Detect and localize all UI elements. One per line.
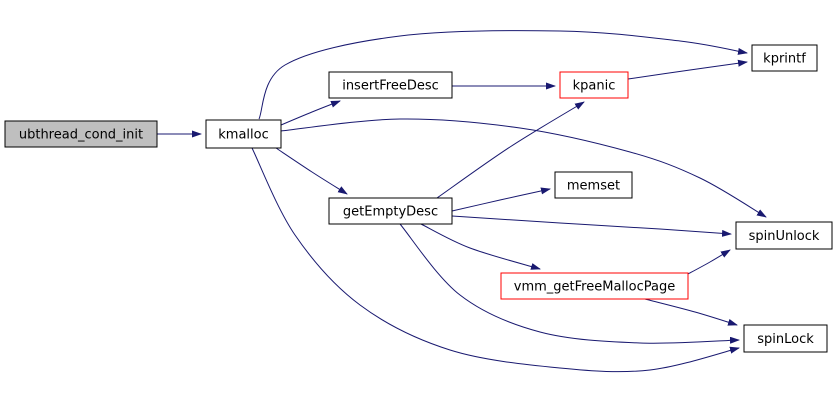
node-getEmptyDesc[interactable]: getEmptyDesc — [328, 197, 453, 225]
node-vmm_getFreeMallocPage[interactable]: vmm_getFreeMallocPage — [500, 272, 689, 300]
node-kprintf[interactable]: kprintf — [751, 44, 818, 72]
node-label: spinUnlock — [749, 229, 820, 244]
node-ubthread_cond_init: ubthread_cond_init — [4, 120, 158, 148]
edge-vmm_getFreeMallocPage-spinUnlock — [687, 249, 731, 275]
edge-kpanic-kprintf — [627, 59, 748, 80]
node-spinLock[interactable]: spinLock — [743, 324, 828, 353]
edge-kmalloc-spinLock — [251, 147, 740, 373]
node-box[interactable] — [559, 71, 629, 99]
node-label: vmm_getFreeMallocPage — [514, 280, 675, 295]
edge-kmalloc-kprintf — [258, 30, 748, 120]
node-label: kmalloc — [218, 128, 268, 143]
edge-getEmptyDesc-vmm_getFreeMallocPage — [420, 223, 541, 270]
node-label: spinLock — [757, 332, 814, 347]
node-box[interactable] — [328, 71, 453, 99]
node-box[interactable] — [743, 324, 828, 353]
node-kpanic[interactable]: kpanic — [559, 71, 629, 99]
node-kmalloc[interactable]: kmalloc — [205, 119, 282, 149]
node-box[interactable] — [554, 171, 633, 199]
node-label: insertFreeDesc — [342, 79, 439, 94]
node-box[interactable] — [205, 119, 282, 149]
edge-vmm_getFreeMallocPage-spinLock — [644, 298, 738, 326]
node-spinUnlock[interactable]: spinUnlock — [735, 221, 833, 250]
node-label: kpanic — [573, 79, 616, 94]
edge-getEmptyDesc-kpanic — [436, 101, 585, 199]
edge-getEmptyDesc-memset — [451, 187, 551, 212]
node-box[interactable] — [328, 197, 453, 225]
edge-getEmptyDesc-spinUnlock — [451, 215, 732, 237]
node-label: ubthread_cond_init — [19, 128, 143, 143]
node-label: getEmptyDesc — [343, 205, 438, 220]
edge-kmalloc-spinUnlock — [280, 118, 767, 218]
edge-kmalloc-insertFreeDesc — [280, 100, 341, 126]
node-box[interactable] — [500, 272, 689, 300]
node-box — [4, 120, 158, 148]
node-box[interactable] — [751, 44, 818, 72]
node-memset[interactable]: memset — [554, 171, 633, 199]
node-label: kprintf — [763, 52, 806, 67]
node-box[interactable] — [735, 221, 833, 250]
node-insertFreeDesc[interactable]: insertFreeDesc — [328, 71, 453, 99]
edge-kmalloc-getEmptyDesc — [275, 147, 348, 195]
node-label: memset — [567, 179, 620, 194]
edge-getEmptyDesc-spinLock — [399, 223, 740, 344]
